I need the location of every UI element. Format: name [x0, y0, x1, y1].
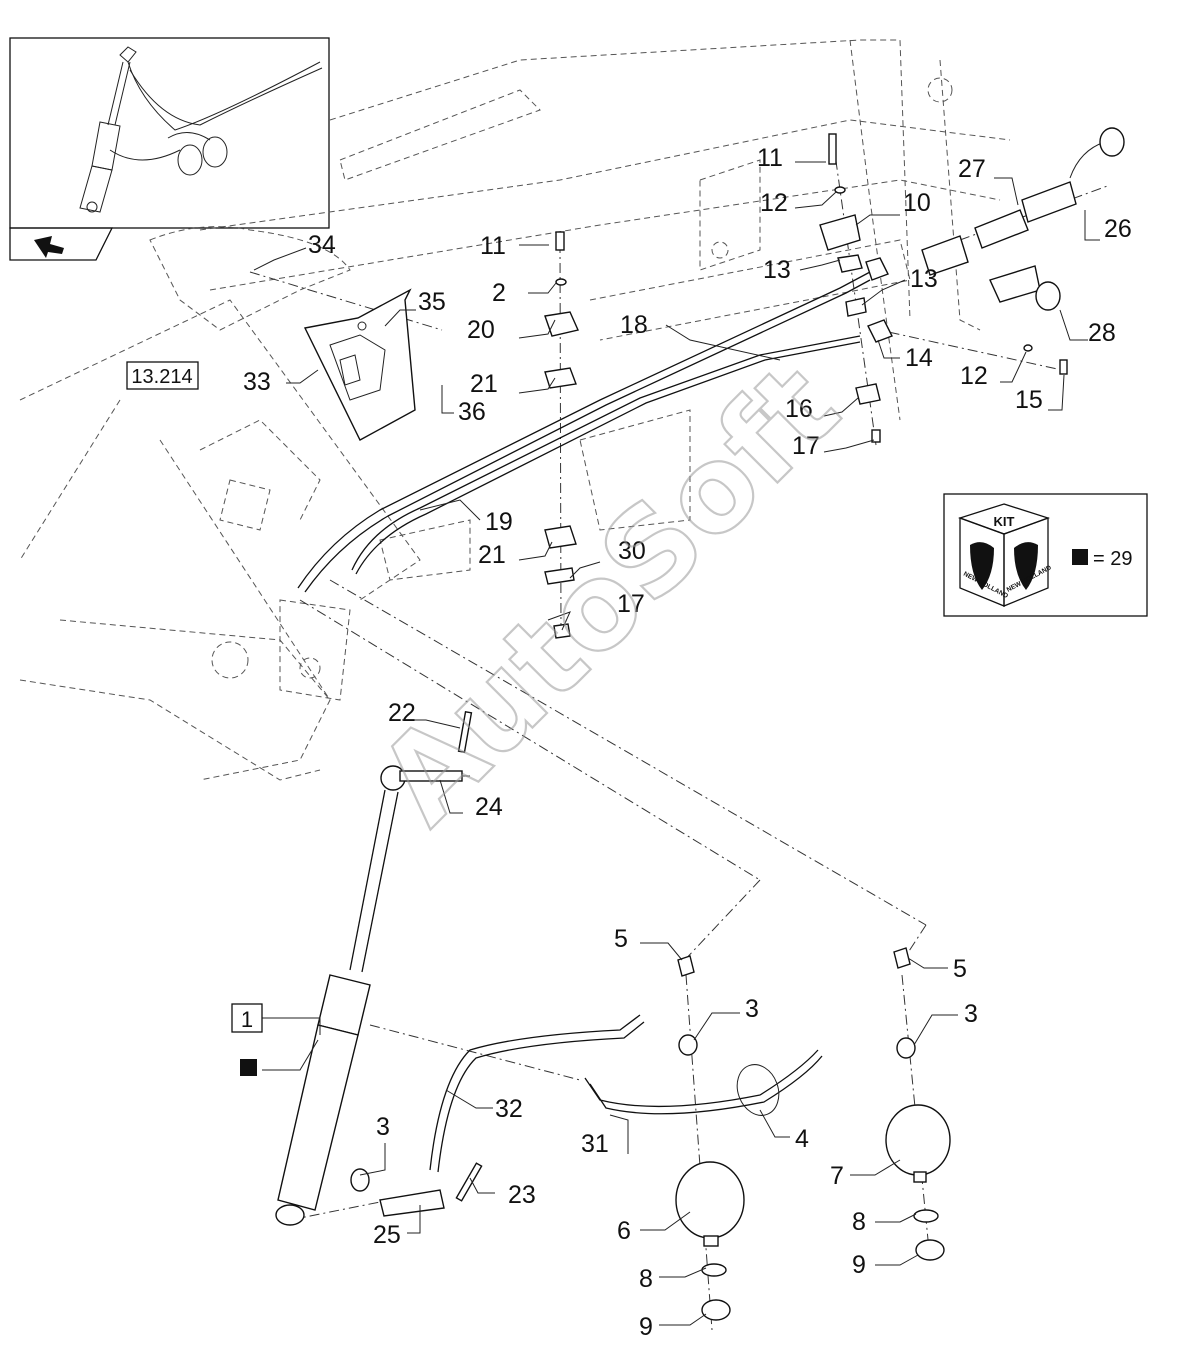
callout-19: 19 — [485, 508, 513, 536]
callout-24: 24 — [475, 793, 503, 821]
callout-23: 23 — [508, 1181, 536, 1209]
callout-31: 31 — [581, 1130, 609, 1158]
callout-8: 8 — [852, 1208, 866, 1236]
overview-inset — [9, 37, 330, 229]
callout-36: 36 — [458, 398, 486, 426]
callout-21: 21 — [478, 541, 506, 569]
callout-3: 3 — [376, 1113, 390, 1141]
callout-34: 34 — [308, 231, 336, 259]
callout-35: 35 — [418, 288, 446, 316]
frame-structure — [19, 39, 1011, 781]
callout-16: 16 — [785, 395, 813, 423]
callout-20: 20 — [467, 316, 495, 344]
callout-10: 10 — [903, 189, 931, 217]
callout-14: 14 — [905, 344, 933, 372]
hoses — [429, 1014, 823, 1173]
callout-25: 25 — [373, 1221, 401, 1249]
hydraulic-pipes — [297, 271, 871, 593]
accumulators — [675, 947, 951, 1321]
callout-3: 3 — [964, 1000, 978, 1028]
callout-11: 11 — [480, 232, 506, 260]
reference-text: 13.214 — [131, 366, 192, 388]
callout-22: 22 — [388, 699, 416, 727]
leader-lines — [253, 161, 1100, 1326]
callout-6: 6 — [617, 1217, 631, 1245]
callout-32: 32 — [495, 1095, 523, 1123]
callout-13: 13 — [910, 265, 938, 293]
callout-2: 2 — [492, 279, 506, 307]
callout-11: 11 — [757, 144, 783, 172]
callout-21: 21 — [470, 370, 498, 398]
coupler-assembly — [819, 127, 1125, 443]
square-marker-icon — [1072, 549, 1088, 565]
callout-17: 17 — [792, 432, 820, 460]
callout-28: 28 — [1088, 319, 1116, 347]
callout-5: 5 — [614, 925, 628, 953]
callout-5: 5 — [953, 955, 967, 983]
callout-9: 9 — [639, 1313, 653, 1341]
clamp-stack — [544, 231, 579, 639]
callout-7: 7 — [830, 1162, 844, 1190]
callout-1: 1 — [241, 1007, 253, 1032]
callout-4: 4 — [795, 1125, 809, 1153]
callout-9: 9 — [852, 1251, 866, 1279]
callout-33: 33 — [243, 368, 271, 396]
callout-12: 12 — [960, 362, 988, 390]
kit-equation: = 29 — [1093, 548, 1132, 570]
navigation-arrow-icon[interactable] — [9, 227, 114, 261]
hydraulic-cylinder — [275, 710, 483, 1226]
callout-8: 8 — [639, 1265, 653, 1293]
reference-label[interactable]: 13.214 — [126, 361, 199, 390]
callout-17: 17 — [617, 590, 645, 618]
callout-box-1 — [231, 1003, 263, 1033]
callout-26: 26 — [1104, 215, 1132, 243]
kit-cube-icon: KIT NEW HOLLAND NEW HOLLAND — [957, 503, 1053, 607]
callout-18: 18 — [620, 311, 648, 339]
square-marker-icon — [240, 1059, 257, 1076]
kit-legend: KIT NEW HOLLAND NEW HOLLAND = 29 — [943, 493, 1148, 617]
callout-27: 27 — [958, 155, 986, 183]
callout-3: 3 — [745, 995, 759, 1023]
callout-30: 30 — [618, 537, 646, 565]
callout-12: 12 — [760, 189, 788, 217]
bracket-33 — [303, 288, 416, 441]
kit-label: KIT — [994, 514, 1015, 529]
callout-13: 13 — [763, 256, 791, 284]
callout-numbers: 1 2 3 3 3 4 5 5 6 7 8 8 9 9 10 11 11 12 … — [231, 144, 1132, 1341]
callout-15: 15 — [1015, 386, 1043, 414]
